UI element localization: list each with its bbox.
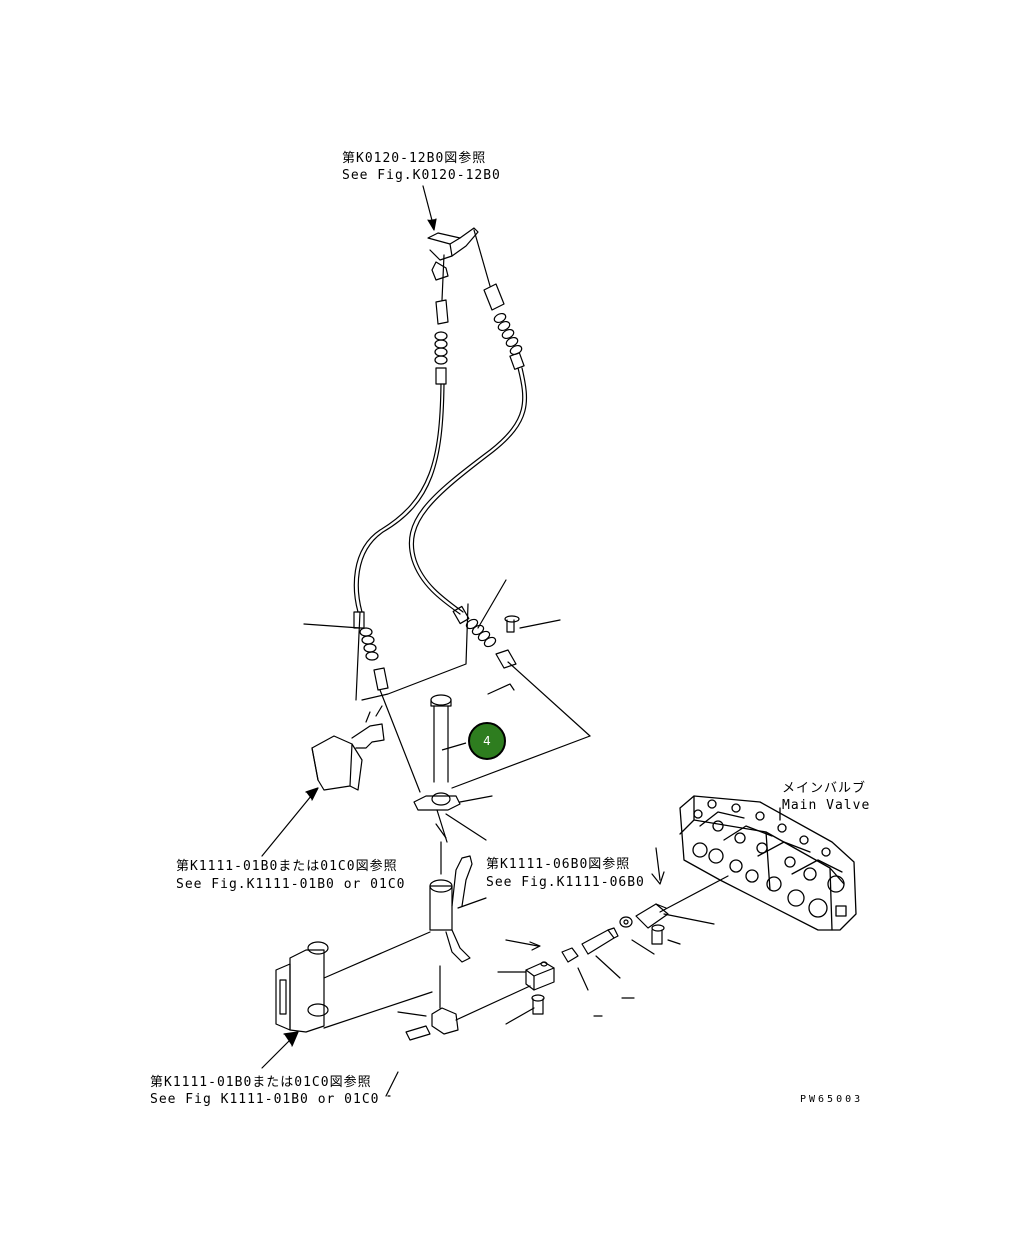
bottom-swivel [398,966,530,1040]
right-cable [409,368,522,614]
top-ref-label-jp: 第K0120-12B0図参照 [342,151,487,166]
part-callout-4[interactable]: 4 [468,722,506,760]
left-mid-ref-label-en: See Fig.K1111-01B0 or 01C0 [176,877,406,892]
upper-left-bracket [312,706,384,790]
center-mid-ref-label-en: See Fig.K1111-06B0 [486,875,645,890]
center-mid-ref-label-jp: 第K1111-06B0図参照 [486,857,631,872]
callout-leader [442,743,466,750]
bottom-left-ref-label-en: See Fig K1111-01B0 or 01C0 [150,1092,380,1107]
left-mid-ref-arrow [262,790,316,856]
bottom-block [498,962,554,1024]
lever-arm [430,856,486,962]
top-lever [428,228,490,300]
small-pin [505,616,519,632]
main-valve [680,796,856,930]
main-valve-label-jp: メインバルブ [782,781,867,796]
lower-bracket [276,932,432,1032]
left-cable [354,384,441,612]
main-valve-label-en: Main Valve [782,798,871,813]
bottom-left-ref-label-jp: 第K1111-01B0または01C0図参照 [150,1075,372,1090]
nut-bolt-series [562,876,728,990]
left-cable-lower-fittings [354,612,420,792]
yoke-joint [414,793,492,874]
top-ref-label-en: See Fig.K0120-12B0 [342,168,501,183]
vertical-shaft [431,695,451,782]
part-callout-number: 4 [483,734,491,748]
left-mid-ref-label-jp: 第K1111-01B0または01C0図参照 [176,859,398,874]
left-cable-upper-fittings [435,300,448,384]
drawing-code: PW65003 [800,1094,864,1105]
right-cable-upper-fittings [484,284,524,369]
